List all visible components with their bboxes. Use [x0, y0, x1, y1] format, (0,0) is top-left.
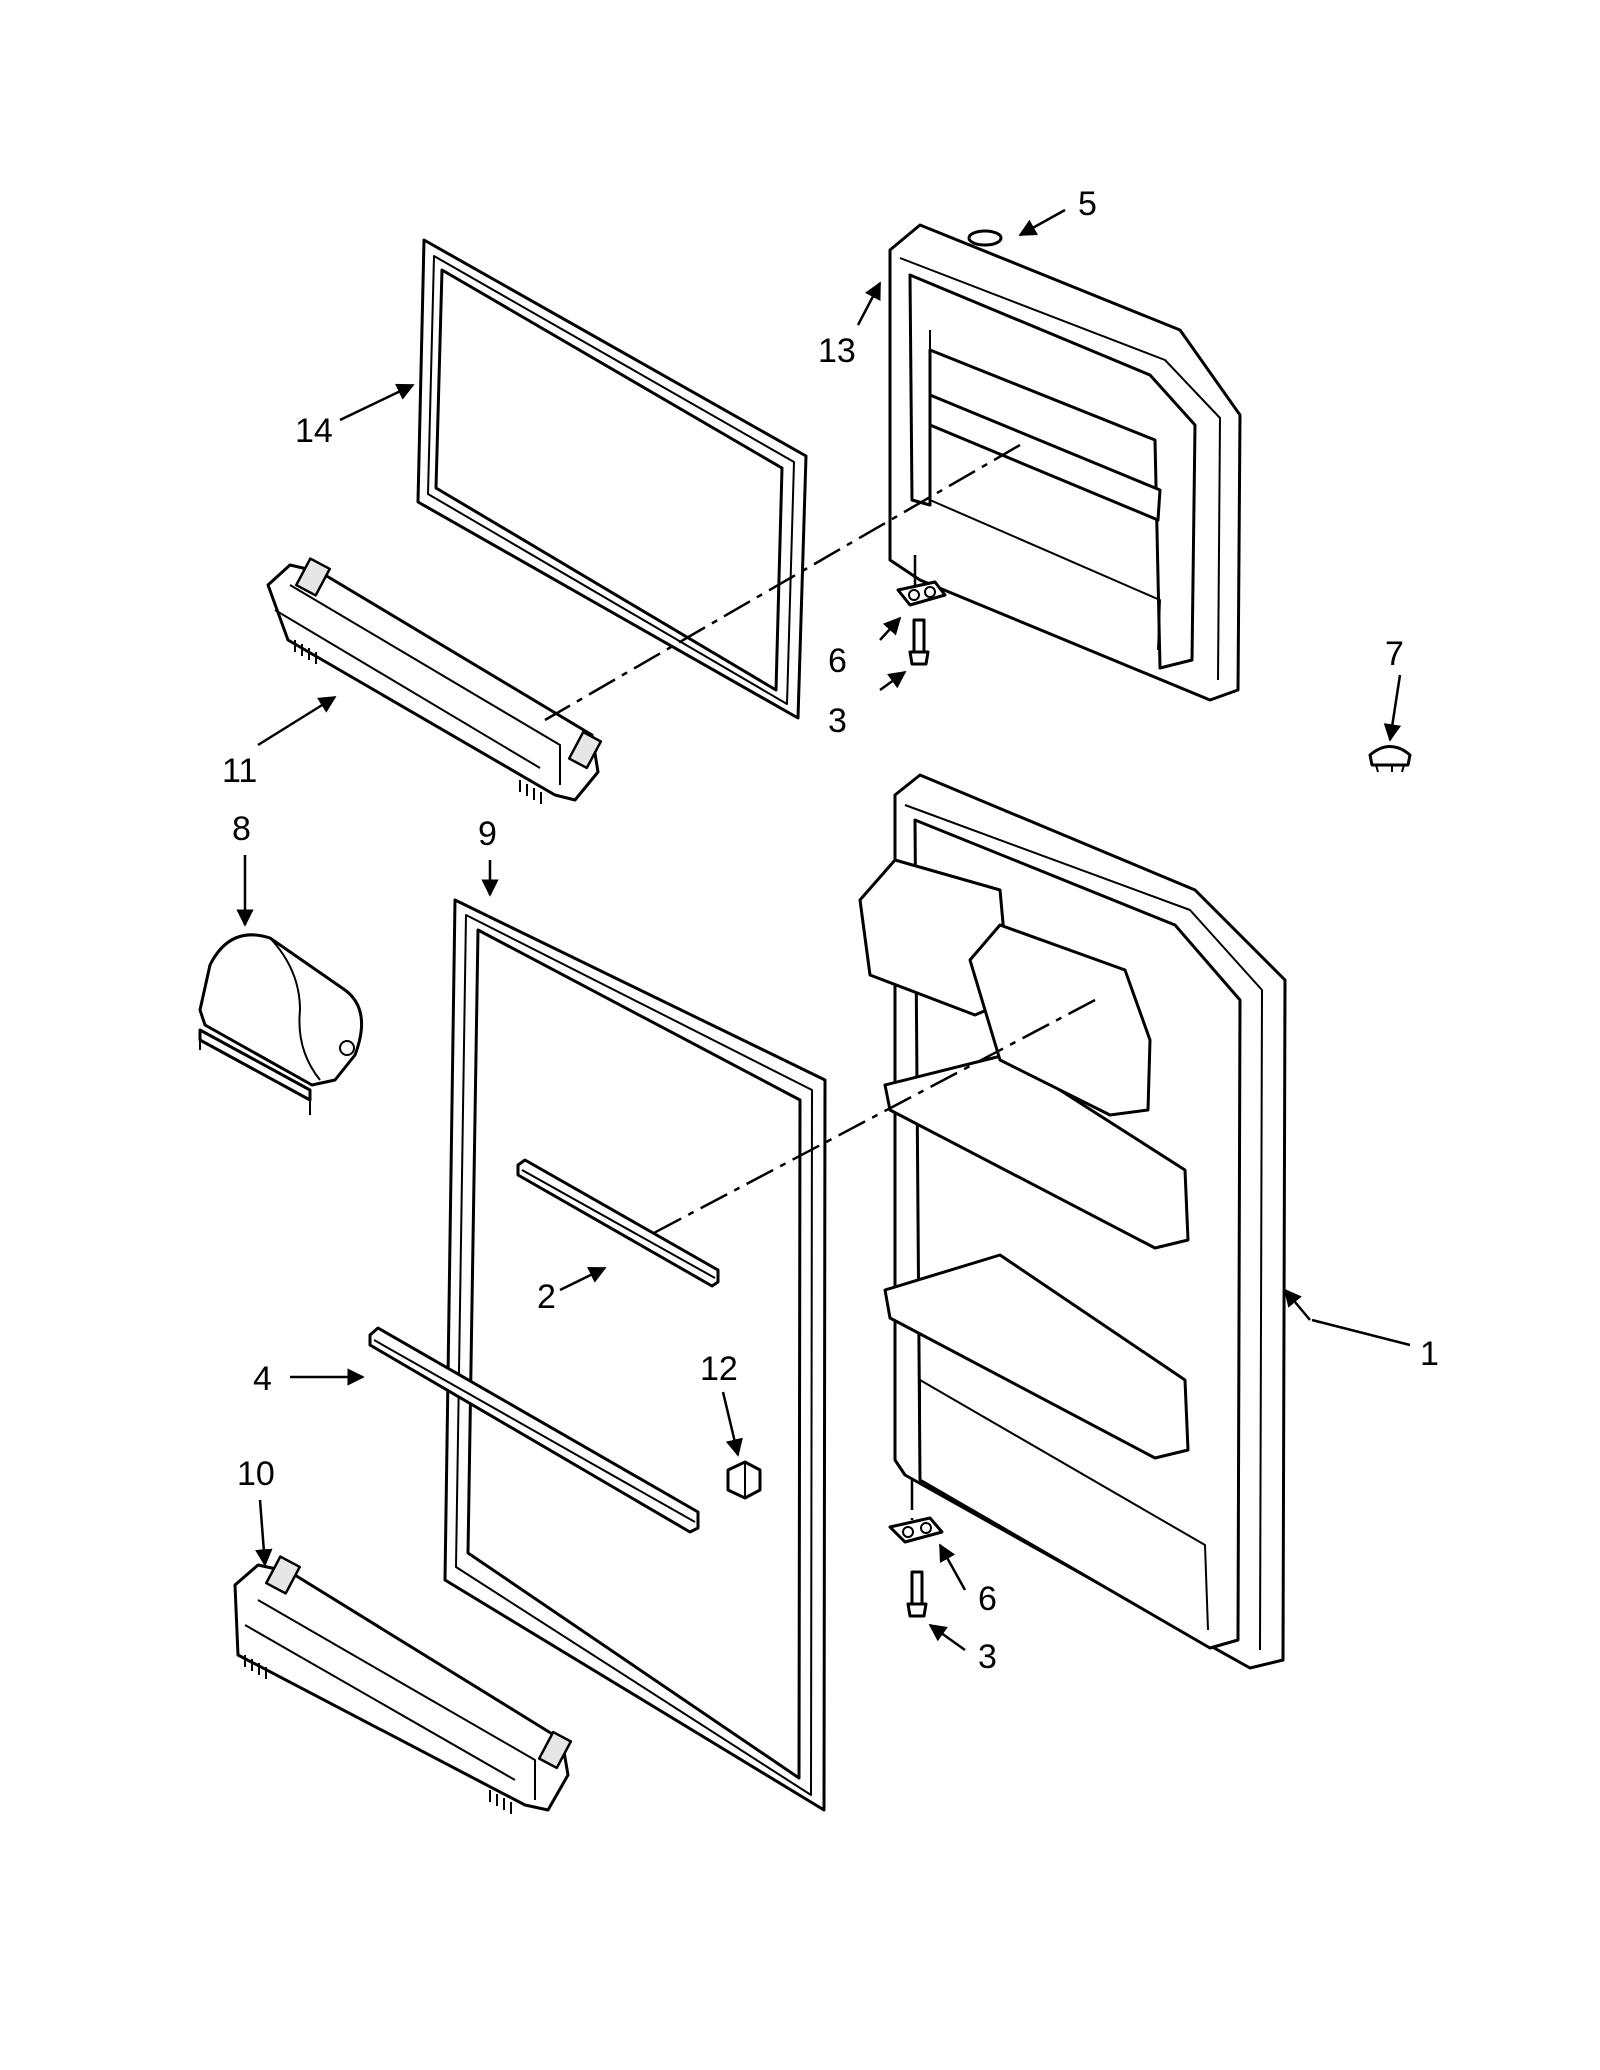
callout-7: 7	[1385, 635, 1404, 673]
callout-6-lower: 6	[978, 1580, 997, 1618]
callout-labels: 1 2 3 3 4 5 6 6 7 8 9 10 11 12 13 14	[222, 185, 1439, 1676]
alignment-lines	[544, 443, 1096, 1520]
callout-8: 8	[232, 810, 251, 848]
freezer-door-shelf	[266, 557, 603, 804]
callout-13: 13	[818, 332, 856, 370]
callout-3-upper: 3	[828, 702, 847, 740]
callout-12: 12	[700, 1350, 738, 1388]
refrigerator-door-shelf	[233, 1555, 573, 1814]
callout-11: 11	[222, 752, 257, 790]
lower-hinge	[888, 1516, 944, 1544]
upper-hinge	[896, 580, 947, 607]
refrigerator-door-gasket	[443, 898, 827, 1812]
refrigerator-door	[858, 773, 1287, 1670]
door-trim-strip	[516, 1158, 720, 1288]
retainer-clip	[726, 1460, 762, 1500]
callout-2: 2	[537, 1278, 556, 1316]
plug-button	[1368, 745, 1412, 773]
callout-1: 1	[1420, 1335, 1439, 1373]
upper-hinge-screw	[908, 618, 930, 666]
callout-3-lower: 3	[978, 1638, 997, 1676]
freezer-door-gasket	[416, 238, 808, 720]
lower-hinge-screw	[906, 1570, 928, 1618]
callout-9: 9	[478, 815, 497, 853]
door-hinge-cap-top	[967, 229, 1003, 247]
callout-leaders	[236, 208, 1411, 1652]
callout-6-upper: 6	[828, 642, 847, 680]
callout-14: 14	[295, 412, 333, 450]
door-trim-strip-long	[368, 1326, 700, 1534]
callout-4: 4	[253, 1360, 272, 1398]
freezer-door	[888, 223, 1242, 702]
callout-5: 5	[1078, 185, 1097, 223]
callout-10: 10	[237, 1455, 275, 1493]
dairy-compartment-door	[198, 933, 363, 1115]
